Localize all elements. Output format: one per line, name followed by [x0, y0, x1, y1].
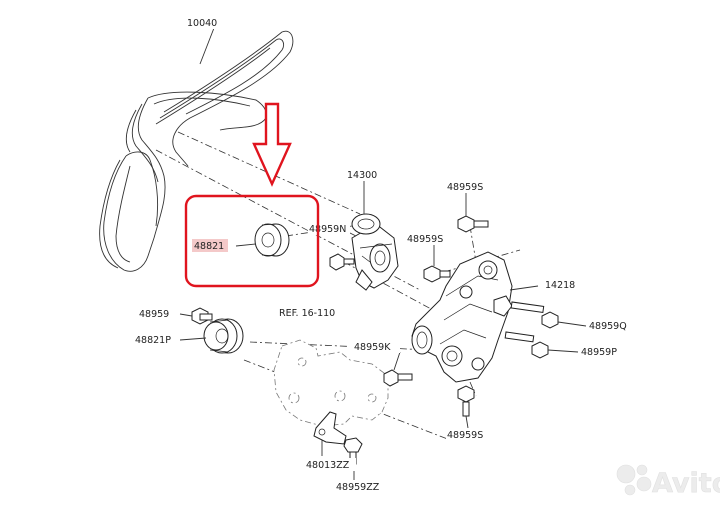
callout-stay-text: 48013ZZ	[306, 460, 350, 471]
callout-idler-highlighted: 48821	[192, 239, 228, 252]
callout-bolt-k-text: 48959K	[354, 342, 391, 353]
callout-bolt-q: 48959Q	[588, 319, 634, 332]
bolt-n	[329, 253, 355, 271]
callout-idler-p: 48821P	[134, 333, 180, 346]
idler-pulley-highlighted	[254, 223, 290, 257]
tensioner-assembly	[351, 213, 399, 291]
callout-bolt-plain-text: 48959	[139, 309, 169, 320]
callout-bolt-p: 48959P	[580, 345, 626, 358]
callout-bolt-zz: 48959ZZ	[332, 480, 386, 493]
callout-belt-text: 10040	[187, 18, 217, 29]
callout-bolt-zz-text: 48959ZZ	[336, 482, 380, 493]
callout-bolt-s-top: 48959S	[446, 180, 488, 193]
bolt-s-top	[457, 215, 489, 233]
bolt-p	[504, 331, 549, 359]
highlight-marker	[184, 102, 320, 288]
callout-belt: 10040	[186, 16, 220, 29]
callout-stay: 48013ZZ	[304, 458, 356, 471]
bolt-s-mid	[423, 265, 451, 283]
down-arrow-icon	[252, 102, 292, 187]
callout-bolt-s-bottom: 48959S	[446, 428, 488, 441]
bolt-q	[510, 301, 559, 329]
stay-part	[313, 411, 347, 445]
callout-reference: REF. 16-110	[278, 306, 348, 319]
callout-tensioner-text: 14300	[347, 170, 377, 181]
callout-bolt-k: 48959K	[348, 340, 400, 353]
bolt-k	[383, 369, 413, 387]
callout-reference-text: REF. 16-110	[279, 308, 335, 319]
bolt-s-bottom	[457, 385, 475, 417]
mounting-bracket	[411, 251, 513, 383]
callout-bolt-plain: 48959	[138, 307, 178, 320]
callout-idler-highlighted-text: 48821	[194, 241, 224, 252]
avito-dots-icon	[616, 464, 652, 496]
highlight-box	[184, 194, 320, 288]
reference-bracket	[273, 339, 389, 427]
callout-bolt-p-text: 48959P	[581, 347, 617, 358]
watermark-text: Avito	[652, 468, 720, 499]
callout-bolt-q-text: 48959Q	[589, 321, 627, 332]
callout-idler-p-text: 48821P	[135, 335, 171, 346]
callout-bracket: 14218	[544, 278, 580, 291]
idler-pulley-p	[203, 318, 244, 354]
watermark: Avito	[616, 464, 720, 499]
callout-bracket-text: 14218	[545, 280, 575, 291]
callout-bolt-s-bottom-text: 48959S	[447, 430, 483, 441]
drive-belt	[99, 30, 294, 272]
callout-bolt-n: 48959N	[308, 222, 350, 235]
callout-bolt-s-top-text: 48959S	[447, 182, 483, 193]
callout-bolt-s-mid-text: 48959S	[407, 234, 443, 245]
callout-bolt-n-text: 48959N	[309, 224, 346, 235]
callout-bolt-s-mid: 48959S	[406, 232, 448, 245]
bolt-plain	[191, 307, 213, 325]
callout-tensioner: 14300	[346, 168, 380, 181]
